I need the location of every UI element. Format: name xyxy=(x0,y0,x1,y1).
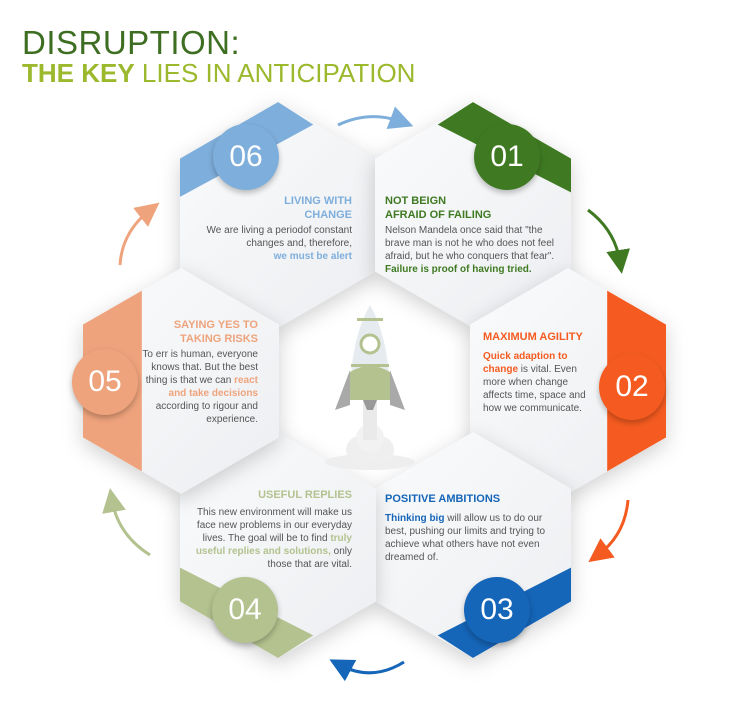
step-01-body: Nelson Mandela once said that "the brave… xyxy=(385,225,555,262)
step-02-body: is vital. Even more when change affects … xyxy=(483,364,586,414)
title-line1: DISRUPTION: xyxy=(22,24,241,61)
arrow-06-01 xyxy=(337,106,414,130)
step-06-highlight: we must be alert xyxy=(273,251,352,262)
step-05-title2: TAKING RISKS xyxy=(179,333,258,345)
step-05-body: To err is human, everyone knows that. Bu… xyxy=(142,349,258,386)
title-line2: THE KEY LIES IN ANTICIPATION xyxy=(22,58,415,89)
step-03-title: POSITIVE AMBITIONS xyxy=(385,493,501,505)
step-06-number: 06 xyxy=(213,124,279,190)
step-03-text: POSITIVE AMBITIONS Thinking big will all… xyxy=(385,492,555,564)
rocket-icon xyxy=(325,305,415,470)
step-06-body: We are living a periodof constant change… xyxy=(206,225,352,249)
arrow-04-05 xyxy=(102,488,151,557)
arrow-02-03 xyxy=(588,499,630,563)
step-01-highlight: Failure is proof of having tried. xyxy=(385,264,532,275)
step-01-text: NOT BEIGN AFRAID OF FAILING Nelson Mandel… xyxy=(385,194,555,276)
step-02-number: 02 xyxy=(599,354,665,420)
step-04-text: USEFUL REPLIES This new environment will… xyxy=(182,488,352,571)
step-05-title1: SAYING YES TO xyxy=(173,319,258,331)
step-05-text: SAYING YES TO TAKING RISKS To err is huma… xyxy=(142,318,258,426)
step-03-highlight: Thinking big xyxy=(385,513,445,524)
step-05-number: 05 xyxy=(72,349,138,415)
step-04-highlight: truly useful replies and solutions, xyxy=(195,533,352,557)
step-01-number: 01 xyxy=(474,124,540,190)
step-04-body: This new environment will make us face n… xyxy=(196,507,352,544)
step-06-text: LIVING WITH CHANGE We are living a period… xyxy=(182,194,352,263)
step-01-title1: NOT BEIGN xyxy=(385,195,447,207)
step-04-title: USEFUL REPLIES xyxy=(258,489,352,501)
step-02-highlight: Quick adaption to change xyxy=(483,351,568,375)
step-05-highlight: react and take decisions xyxy=(168,375,258,399)
step-03-number: 03 xyxy=(464,577,530,643)
arrow-05-06 xyxy=(118,202,160,266)
step-01-title2: AFRAID OF FAILING xyxy=(385,209,492,221)
step-03-body: will allow us to do our best, pushing ou… xyxy=(385,513,546,563)
title-rest: LIES IN ANTICIPATION xyxy=(141,58,416,88)
title-key: THE KEY xyxy=(22,58,135,88)
step-06-title1: LIVING WITH xyxy=(284,195,352,207)
step-06-title2: CHANGE xyxy=(304,209,352,221)
arrow-01-02 xyxy=(587,208,630,274)
arrow-03-04 xyxy=(329,659,405,682)
step-04-number: 04 xyxy=(212,577,278,643)
step-02-title: MAXIMUM AGILITY xyxy=(483,331,583,343)
step-04-body2: only those that are vital. xyxy=(267,546,353,570)
step-02-text: MAXIMUM AGILITY Quick adaption to change… xyxy=(483,330,593,415)
step-05-body2: according to rigour and experience. xyxy=(155,401,258,425)
